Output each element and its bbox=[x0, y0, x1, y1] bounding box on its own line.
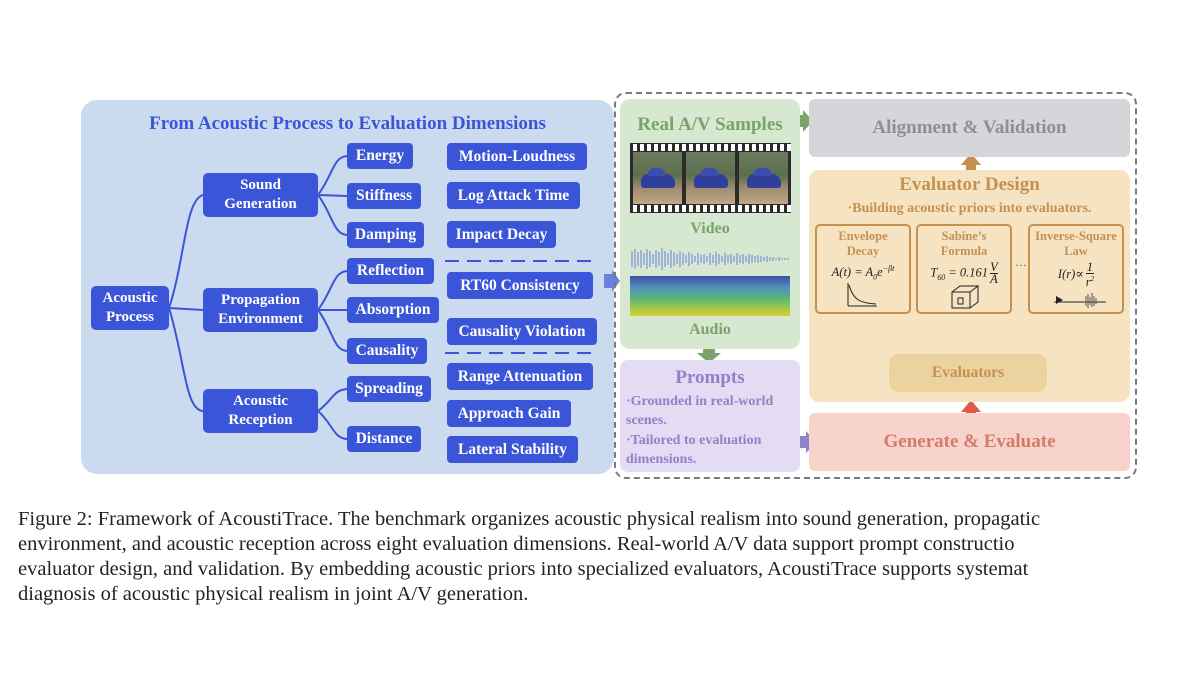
factor-stiffness: Stiffness bbox=[347, 183, 421, 209]
caption-line: evaluator design, and validation. By emb… bbox=[18, 558, 1029, 580]
factor-spreading: Spreading bbox=[347, 376, 431, 402]
figure-caption: Figure 2: Framework of AcoustiTrace. The… bbox=[18, 507, 1183, 617]
generate-evaluate-box: Generate & Evaluate bbox=[809, 413, 1130, 471]
factor-distance: Distance bbox=[347, 426, 421, 452]
factor-reflection: Reflection bbox=[347, 258, 434, 284]
prior-inverse-square-law-name: Inverse-Square Law bbox=[1035, 229, 1117, 258]
caption-line: environment, and acoustic reception acro… bbox=[18, 533, 1015, 555]
stage-node-acoustic-reception: Acoustic Reception bbox=[203, 389, 318, 433]
video-filmstrip bbox=[630, 143, 791, 213]
prompt-bullet-grounded-cont: scenes. bbox=[626, 413, 667, 428]
dimension-range-attenuation: Range Attenuation bbox=[447, 363, 593, 390]
evaluators-node: Evaluators bbox=[889, 354, 1047, 392]
room-cube-icon bbox=[951, 285, 980, 309]
dimension-approach-gain: Approach Gain bbox=[447, 400, 571, 427]
prompt-bullet-tailored-cont: dimensions. bbox=[626, 452, 697, 467]
decay-curve-icon bbox=[847, 283, 877, 307]
evaluator-design-title: Evaluator Design bbox=[899, 174, 1040, 195]
pipeline-dashed-frame bbox=[614, 92, 1137, 479]
video-label: Video bbox=[690, 220, 730, 237]
dimension-rt60-consistency: RT60 Consistency bbox=[447, 272, 593, 299]
audio-spectrogram bbox=[630, 276, 790, 316]
dimension-log-attack-time: Log Attack Time bbox=[447, 182, 580, 209]
prompts-title: Prompts bbox=[675, 367, 745, 388]
prior-envelope-decay: Envelope Decay A(t) = A0e−βt bbox=[815, 224, 911, 314]
prior-sabine-formula-name: Sabine’s Formula bbox=[940, 229, 988, 258]
dimension-impact-decay: Impact Decay bbox=[447, 221, 556, 248]
prior-envelope-decay-formula: A(t) = A0e−βt bbox=[831, 264, 895, 282]
dimension-lateral-stability: Lateral Stability bbox=[447, 436, 578, 463]
prompt-bullet-grounded: ·Grounded in real-world bbox=[626, 394, 774, 409]
caption-line: Figure 2: Framework of AcoustiTrace. The… bbox=[18, 508, 1041, 530]
real-samples-title: Real A/V Samples bbox=[637, 114, 783, 135]
caption-line: diagnosis of acoustic physical realism i… bbox=[18, 583, 529, 605]
prompts-panel bbox=[620, 360, 800, 472]
root-node-acoustic-process: Acoustic Process bbox=[91, 286, 169, 330]
prompt-bullet-tailored: ·Tailored to evaluation bbox=[626, 433, 762, 448]
audio-label: Audio bbox=[689, 321, 731, 338]
audio-waveform bbox=[631, 248, 789, 270]
evaluator-design-subtitle: ·Building acoustic priors into evaluator… bbox=[847, 201, 1092, 216]
factor-causality: Causality bbox=[347, 338, 427, 364]
taxonomy-title: From Acoustic Process to Evaluation Dime… bbox=[149, 113, 546, 134]
dimension-causality-violation: Causality Violation bbox=[447, 318, 597, 345]
prior-envelope-decay-name: Envelope Decay bbox=[838, 229, 888, 258]
distance-source-icon bbox=[1054, 293, 1106, 308]
alignment-validation-box: Alignment & Validation bbox=[809, 99, 1130, 157]
factor-damping: Damping bbox=[347, 222, 424, 248]
priors-ellipsis: ··· bbox=[1015, 258, 1027, 272]
stage-node-propagation-environment: Propagation Environment bbox=[203, 288, 318, 332]
stage-node-sound-generation: Sound Generation bbox=[203, 173, 318, 217]
dimension-motion-loudness: Motion-Loudness bbox=[447, 143, 587, 170]
factor-absorption: Absorption bbox=[347, 297, 439, 323]
factor-energy: Energy bbox=[347, 143, 413, 169]
